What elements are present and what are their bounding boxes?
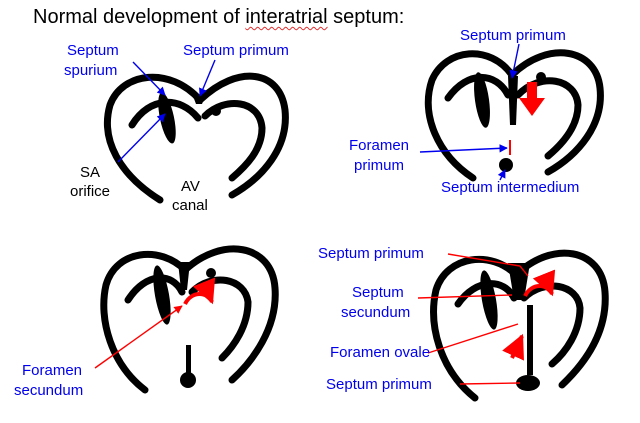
panel-2-structures [474, 72, 546, 172]
title-suffix: septum: [327, 6, 405, 28]
label-septum-primum-1: Septum primum [183, 42, 289, 59]
panel-3-structures [153, 262, 216, 388]
label-foramen-secundum-line2: secundum [14, 382, 83, 399]
label-septum-intermedium: Septum intermedium [441, 179, 579, 196]
label-foramen-ovale: Foramen ovale [330, 344, 430, 361]
leader-lines [94, 43, 529, 385]
label-foramen-primum-line2: primum [354, 157, 404, 174]
label-septum-secundum-line1: Septum [352, 284, 404, 301]
label-septum-spurium-line2: spurium [64, 62, 117, 79]
label-av-canal-line2: canal [172, 197, 208, 214]
label-septum-primum-top: Septum primum [318, 245, 424, 262]
panel-3-curved-arrow [183, 277, 216, 306]
label-av-canal-line1: AV [181, 178, 200, 195]
panel-2-heart [424, 49, 604, 182]
panel-4-structures [480, 263, 552, 391]
panel-2-down-arrow [519, 82, 545, 116]
label-septum-secundum-line2: secundum [341, 304, 410, 321]
panel-1-structures [158, 92, 221, 144]
panel-1-heart [103, 72, 289, 204]
title-prefix: Normal development of [33, 6, 246, 28]
label-septum-primum-2: Septum primum [460, 27, 566, 44]
panel-4-straight-arrow [502, 333, 524, 361]
label-sa-orifice-line2: orifice [70, 183, 110, 200]
label-septum-spurium-line1: Septum [67, 42, 119, 59]
page-title: Normal development of interatrial septum… [33, 6, 404, 29]
label-foramen-secundum-line1: Foramen [22, 362, 82, 379]
label-sa-orifice-line1: SA [80, 164, 100, 181]
panel-4-curved-arrow [523, 269, 556, 298]
title-spellcheck-word: interatrial [245, 6, 328, 28]
label-septum-primum-bottom: Septum primum [326, 376, 432, 393]
label-foramen-primum-line1: Foramen [349, 137, 409, 154]
